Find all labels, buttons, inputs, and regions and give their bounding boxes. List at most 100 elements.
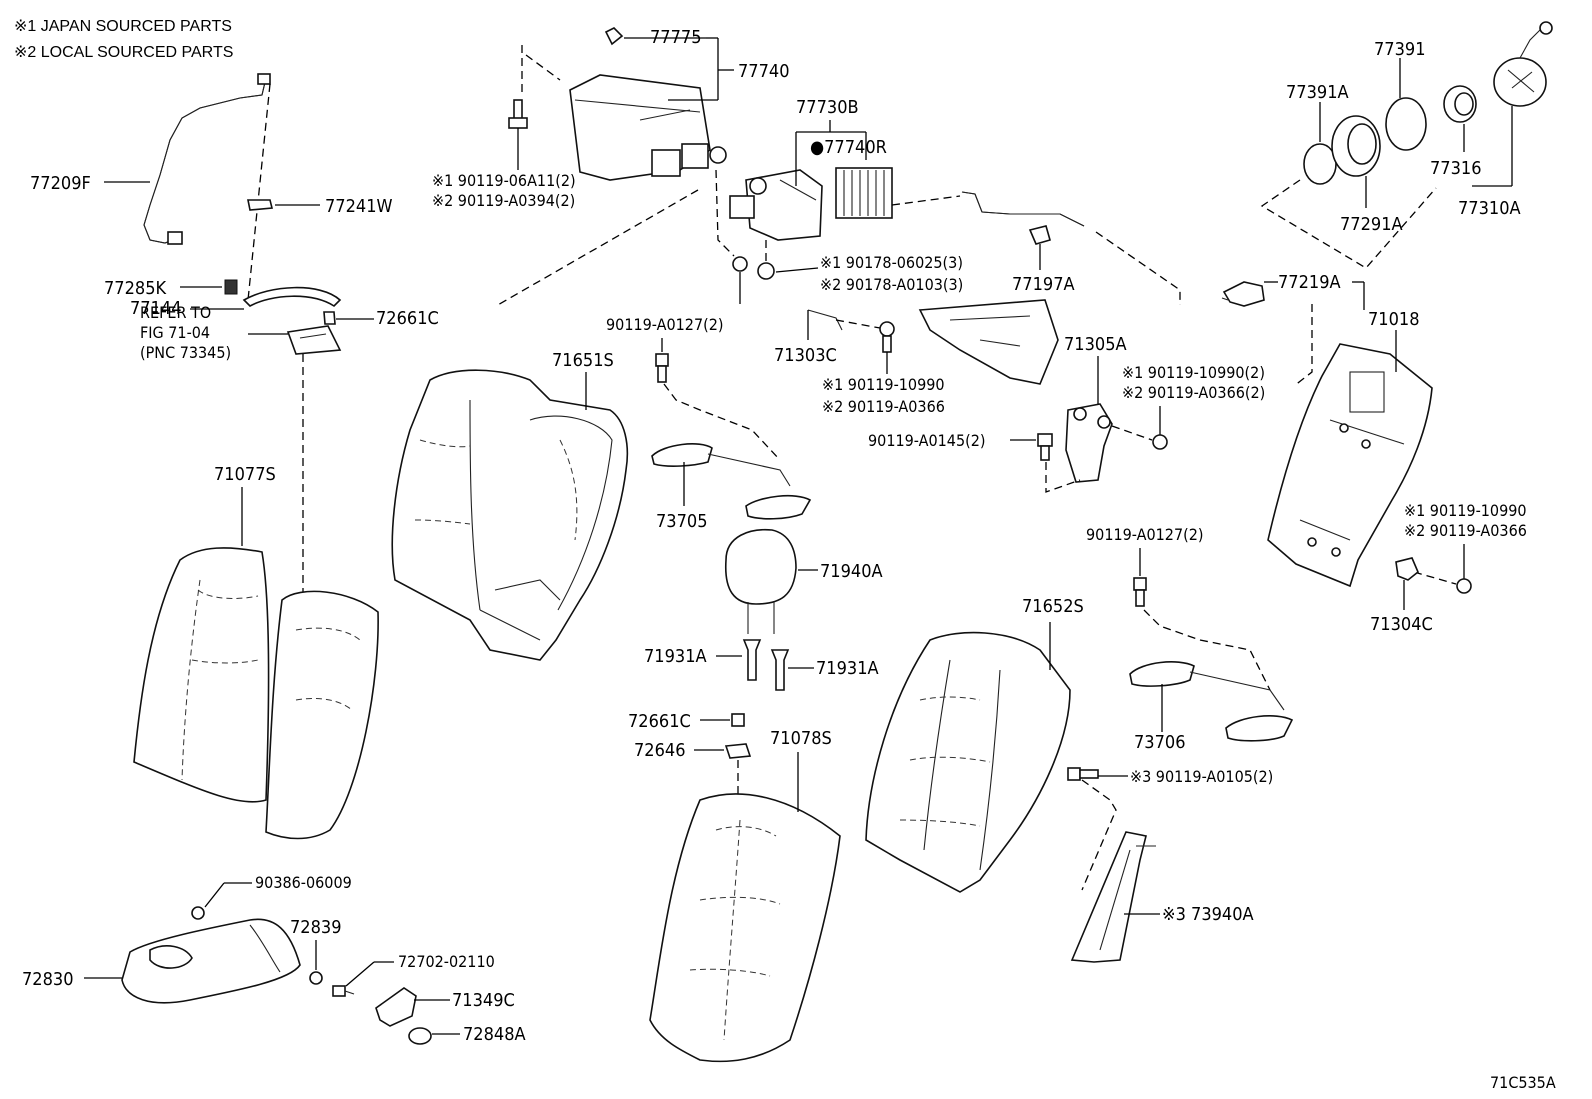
label-90119-10990-b[interactable]: ※1 90119-10990(2) <box>1122 363 1265 382</box>
svg-text:FIG 71-04: FIG 71-04 <box>140 323 210 342</box>
hose-77197A <box>961 191 1085 245</box>
bracket-ref-73345 <box>286 325 342 355</box>
gasket-77391A <box>1303 143 1337 185</box>
wire-harness-77209F <box>143 73 271 245</box>
label-90119-A0366-c[interactable]: ※2 90119-A0366 <box>1404 521 1527 540</box>
label-71349C[interactable]: 71349C <box>452 990 515 1011</box>
label-71931A-a[interactable]: 71931A <box>644 646 707 667</box>
gasket-77391 <box>1385 97 1427 151</box>
bracket-71303C <box>807 309 843 331</box>
label-77285K[interactable]: 77285K <box>104 278 167 299</box>
label-90119-A0145[interactable]: 90119-A0145(2) <box>868 431 985 450</box>
label-90119-10990-c[interactable]: ※1 90119-10990 <box>1404 501 1527 520</box>
label-90119-A0366-a[interactable]: ※2 90119-A0366 <box>822 397 945 416</box>
label-71651S[interactable]: 71651S <box>552 350 614 371</box>
trim-77144 <box>242 286 342 308</box>
ring-77291A <box>1331 115 1381 177</box>
label-71931A-b[interactable]: 71931A <box>816 658 879 679</box>
latch-77219A <box>1221 281 1265 307</box>
label-90119-A0127-b[interactable]: 90119-A0127(2) <box>1086 525 1203 544</box>
label-77316[interactable]: 77316 <box>1430 158 1482 179</box>
label-90119-A0127-a[interactable]: 90119-A0127(2) <box>606 315 723 334</box>
label-71305A[interactable]: 71305A <box>1064 334 1127 355</box>
bolt-90119-10990-a <box>879 321 895 353</box>
bolt-90119-A0127-b <box>1133 577 1147 607</box>
label-72702-02110[interactable]: 72702-02110 <box>398 952 495 971</box>
cap-72661C-lower <box>731 713 745 727</box>
label-90386-06009[interactable]: 90386-06009 <box>255 873 352 892</box>
label-77391[interactable]: 77391 <box>1374 39 1426 60</box>
seatback-frame-71651S <box>391 369 629 661</box>
bolt-90119-A0145 <box>1037 433 1053 461</box>
label-71078S[interactable]: 71078S <box>770 728 832 749</box>
label-71077S[interactable]: 71077S <box>214 464 276 485</box>
label-72848A[interactable]: 72848A <box>463 1024 526 1045</box>
label-90119-A0366-b[interactable]: ※2 90119-A0366(2) <box>1122 383 1265 402</box>
label-72839[interactable]: 72839 <box>290 917 342 938</box>
hinge-73705 <box>651 443 812 520</box>
clip-90178 <box>732 256 775 280</box>
svg-text:REFER TO: REFER TO <box>140 303 211 322</box>
label-77775[interactable]: 77775 <box>650 27 702 48</box>
hinge-73706 <box>1129 661 1294 742</box>
ring-77316 <box>1443 85 1477 123</box>
label-77730B[interactable]: 77730B <box>796 97 859 118</box>
label-77209F[interactable]: 77209F <box>30 173 91 194</box>
label-77197A[interactable]: 77197A <box>1012 274 1075 295</box>
label-90178-A0103[interactable]: ※2 90178-A0103(3) <box>820 275 963 294</box>
bracket-71304C <box>1395 557 1419 581</box>
label-71303C[interactable]: 71303C <box>774 345 837 366</box>
plug-72839 <box>309 971 323 985</box>
valve-assembly-77730B <box>729 169 823 241</box>
bolt-90119-06A11 <box>508 99 528 129</box>
label-72661C-upper[interactable]: 72661C <box>376 308 439 329</box>
clip-77775 <box>604 27 624 46</box>
label-71940A[interactable]: 71940A <box>820 561 883 582</box>
label-90119-A0105[interactable]: ※3 90119-A0105(2) <box>1130 767 1273 786</box>
label-77144[interactable]: 77144 <box>130 298 182 319</box>
bolt-90119-A0105 <box>1067 767 1099 781</box>
canister-77740 <box>569 74 727 181</box>
label-72830[interactable]: 72830 <box>22 969 74 990</box>
label-77740R[interactable]: ●77740R <box>810 137 887 158</box>
clip-90386-06009 <box>191 906 205 920</box>
label-71304C[interactable]: 71304C <box>1370 614 1433 635</box>
diagram-id: 71C535A <box>1490 1073 1556 1092</box>
side-airbag-73940A <box>1070 831 1156 963</box>
label-77310A[interactable]: 77310A <box>1458 198 1521 219</box>
label-73706[interactable]: 73706 <box>1134 732 1186 753</box>
note-local-sourced: ※2 LOCAL SOURCED PARTS <box>14 44 233 61</box>
label-73940A[interactable]: ※3 73940A <box>1162 904 1254 925</box>
hinge-71349C <box>375 987 417 1027</box>
clip-77241W <box>247 199 274 211</box>
note-japan-sourced: ※1 JAPAN SOURCED PARTS <box>14 18 232 35</box>
label-90178-06025[interactable]: ※1 90178-06025(3) <box>820 253 963 272</box>
reference-note: REFER TO FIG 71-04 (PNC 73345) <box>140 303 231 362</box>
armrest-72830 <box>121 918 301 1004</box>
label-72646[interactable]: 72646 <box>634 740 686 761</box>
screw-72702-02110 <box>332 985 355 997</box>
seat-frame-center <box>918 299 1059 385</box>
label-77241W[interactable]: 77241W <box>325 196 393 217</box>
label-72661C-lower[interactable]: 72661C <box>628 711 691 732</box>
guide-71931A <box>742 639 790 691</box>
seatback-cover-71078S <box>649 793 841 1063</box>
label-71652S[interactable]: 71652S <box>1022 596 1084 617</box>
label-90119-06A11[interactable]: ※1 90119-06A11(2) <box>432 171 576 190</box>
label-77219A[interactable]: 77219A <box>1278 272 1341 293</box>
seatback-cover-71077S <box>133 547 379 840</box>
label-90119-A0394[interactable]: ※2 90119-A0394(2) <box>432 191 575 210</box>
label-73705[interactable]: 73705 <box>656 511 708 532</box>
cap-72848A <box>408 1027 432 1045</box>
label-77740[interactable]: 77740 <box>738 61 790 82</box>
label-71018[interactable]: 71018 <box>1368 309 1420 330</box>
cap-77310A <box>1493 21 1553 107</box>
label-77291A[interactable]: 77291A <box>1340 214 1403 235</box>
bezel-72646 <box>724 743 752 759</box>
bolt-90119-10990-c <box>1456 578 1472 594</box>
cap-72661C-upper <box>323 311 336 325</box>
label-77391A[interactable]: 77391A <box>1286 82 1349 103</box>
bracket-71305A <box>1065 403 1113 483</box>
label-90119-10990-a[interactable]: ※1 90119-10990 <box>822 375 945 394</box>
